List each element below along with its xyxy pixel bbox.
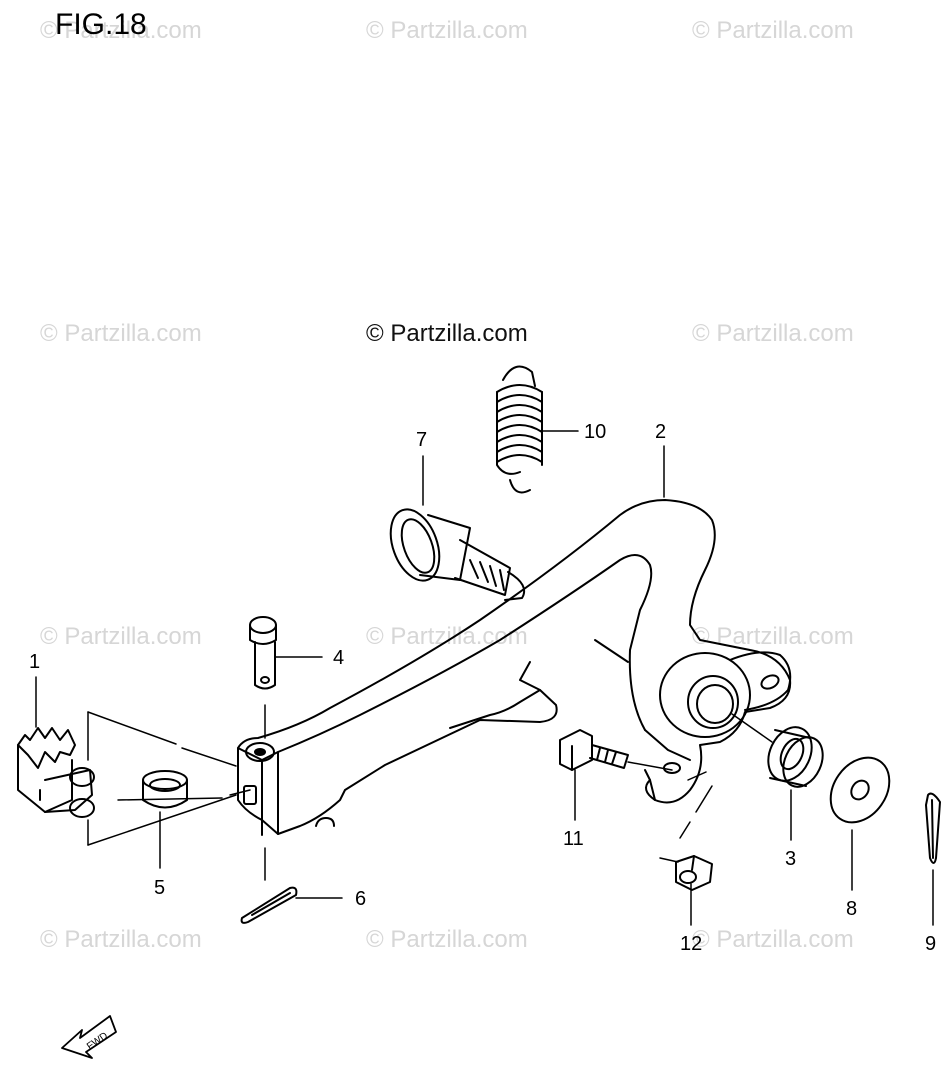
watermark: © Partzilla.com [366, 623, 528, 650]
fwd-arrow-icon: FWD [61, 1015, 117, 1059]
watermark: © Partzilla.com [40, 17, 202, 44]
watermark: © Partzilla.com [40, 623, 202, 650]
callout-2: 2 [655, 421, 667, 443]
callout-7: 7 [416, 429, 428, 451]
stopper-bolt [389, 508, 526, 601]
brake-pedal-arm [237, 499, 792, 836]
bushing [142, 770, 188, 809]
washer [829, 756, 891, 824]
cotter-pin-6 [240, 886, 298, 924]
callout-12: 12 [680, 933, 703, 955]
callout-5: 5 [154, 877, 166, 899]
figure-title: FIG.18 [55, 8, 147, 41]
callout-11: 11 [563, 828, 584, 850]
callout-10: 10 [584, 421, 607, 443]
watermark: © Partzilla.com [366, 926, 528, 953]
watermark: © Partzilla.com [692, 320, 854, 347]
watermark: © Partzilla.com [692, 623, 854, 650]
cotter-pin-9 [925, 792, 941, 864]
callout-9: 9 [925, 933, 937, 955]
callout-4: 4 [333, 647, 345, 669]
watermark: © Partzilla.com [692, 17, 854, 44]
watermark: © Partzilla.com [40, 320, 202, 347]
hex-bolt [559, 729, 629, 771]
clevis-pin [249, 616, 277, 690]
callout-3: 3 [785, 848, 797, 870]
callout-8: 8 [846, 898, 858, 920]
pedal-tip [17, 727, 95, 818]
nut [675, 855, 713, 891]
collar [767, 726, 824, 788]
watermark: © Partzilla.com [40, 926, 202, 953]
assembly-lines [35, 430, 934, 926]
callout-6: 6 [355, 888, 367, 910]
callout-1: 1 [29, 651, 41, 673]
watermark: © Partzilla.com [692, 926, 854, 953]
watermark: © Partzilla.com [366, 17, 528, 44]
watermark-center: © Partzilla.com [366, 320, 528, 347]
return-spring [496, 365, 543, 494]
